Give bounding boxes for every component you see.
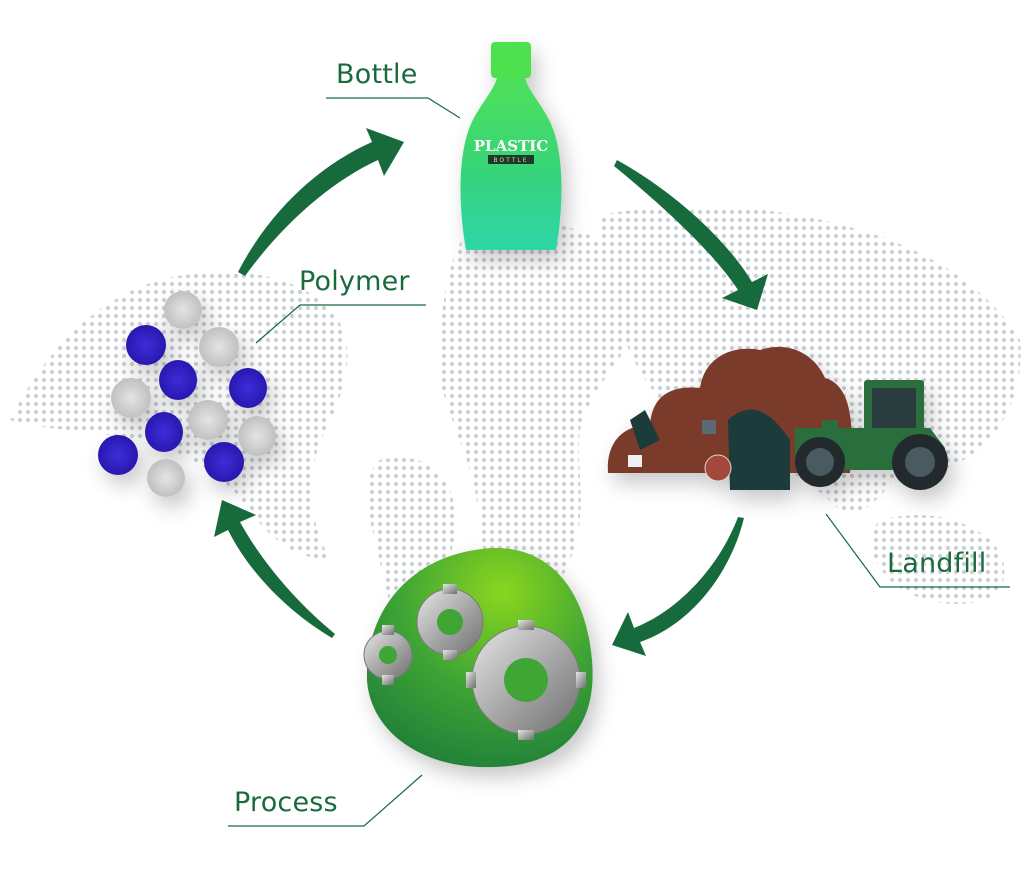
process-leader-line — [228, 774, 423, 827]
polymer-leader-line — [255, 304, 426, 344]
arrow-landfill-to-process — [612, 517, 744, 656]
landfill-leader-line — [825, 513, 1010, 588]
cycle-arrows — [214, 128, 768, 656]
polymer-pellets-icon — [98, 291, 276, 497]
arrow-bottle-to-landfill — [614, 160, 768, 310]
process-label: Process — [234, 787, 338, 818]
bottle-leader-line — [326, 97, 461, 119]
landfill-tractor-icon — [607, 346, 948, 490]
svg-text:BOTTLE: BOTTLE — [493, 157, 528, 164]
arrow-process-to-polymer — [214, 500, 335, 638]
plastic-bottle-icon: PLASTIC BOTTLE — [460, 42, 562, 250]
arrow-polymer-to-bottle — [238, 128, 404, 276]
polymer-label: Polymer — [299, 266, 410, 297]
svg-text:PLASTIC: PLASTIC — [474, 137, 548, 155]
gears-icon — [363, 547, 593, 768]
bottle-label: Bottle — [336, 59, 418, 90]
landfill-label: Landfill — [887, 548, 987, 579]
